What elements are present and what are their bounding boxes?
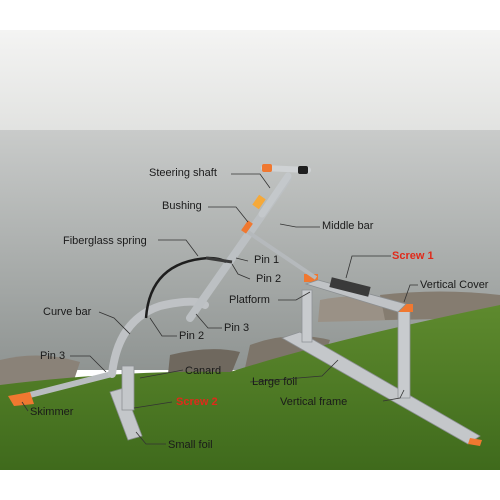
vertical-cover	[397, 304, 413, 312]
vertical-frame	[397, 309, 411, 399]
skimmer-bar	[15, 371, 115, 401]
label-vertical-cover: Vertical Cover	[420, 279, 489, 291]
label-pin-3-lower: Pin 3	[40, 350, 66, 362]
skimmer	[8, 392, 34, 406]
label-skimmer: Skimmer	[30, 406, 74, 418]
large-foil	[281, 331, 481, 445]
label-pin-3-upper: Pin 3	[224, 322, 250, 334]
canard	[121, 365, 135, 411]
label-curve-bar: Curve bar	[43, 306, 92, 318]
callout-leaders	[21, 173, 418, 445]
steering-shaft	[258, 172, 292, 218]
label-vertical-frame: Vertical frame	[280, 396, 348, 408]
label-screw-2: Screw 2	[176, 396, 218, 408]
label-screw-1: Screw 1	[392, 250, 434, 262]
label-pin-2-lower: Pin 2	[179, 330, 205, 342]
platform	[304, 279, 407, 313]
label-canard: Canard	[185, 365, 222, 377]
small-foil	[109, 387, 143, 441]
label-small-foil: Small foil	[168, 439, 213, 451]
label-steering-shaft: Steering shaft	[149, 167, 217, 179]
label-platform: Platform	[229, 294, 270, 306]
label-fiberglass-spring: Fiberglass spring	[63, 235, 147, 247]
label-pin-2-upper: Pin 2	[256, 273, 282, 285]
label-large-foil: Large foil	[252, 376, 298, 388]
label-bushing: Bushing	[162, 200, 202, 212]
label-pin-1: Pin 1	[254, 254, 280, 266]
label-middle-bar: Middle bar	[322, 220, 374, 232]
bushing	[252, 194, 266, 210]
curve-bar	[108, 297, 209, 378]
